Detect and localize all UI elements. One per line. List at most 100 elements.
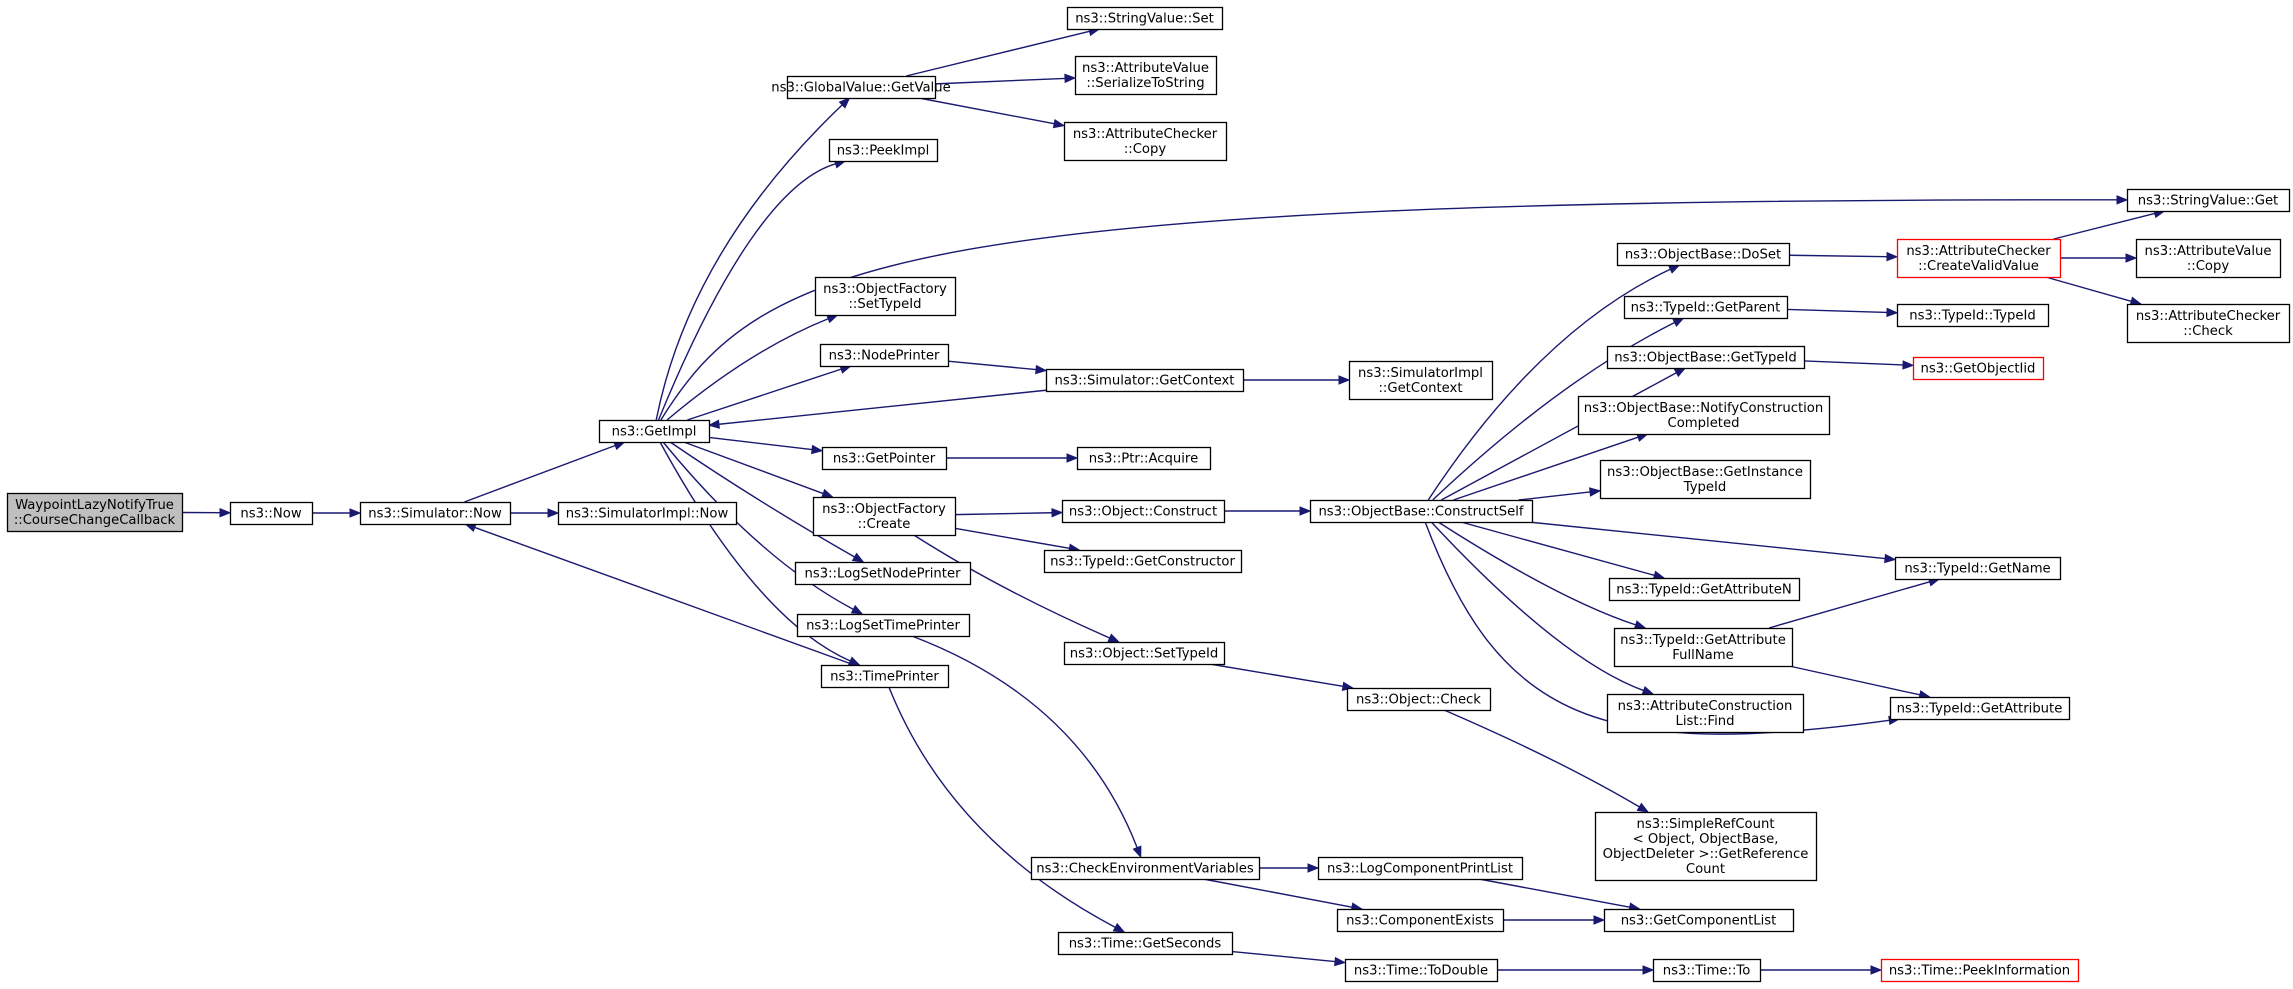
node-box [1616,242,1791,267]
node-logsetnodeprinter[interactable]: ns3::LogSetNodePrinter [794,561,972,586]
node-box [557,501,738,526]
arrowhead [1641,685,1655,695]
node-obnotify[interactable]: ns3::ObjectBase::NotifyConstructionCompl… [1577,395,1831,436]
node-label: ns3::TimePrinter [830,670,939,685]
node-accheck[interactable]: ns3::AttributeChecker::Check [2126,303,2291,344]
node-box [794,561,972,586]
node-box [598,419,711,444]
node-getimpl[interactable]: ns3::GetImpl [598,419,711,444]
node-compexists[interactable]: ns3::ComponentExists [1336,908,1505,933]
node-simnow[interactable]: ns3::Simulator::Now [359,501,512,526]
arrowhead [838,97,851,109]
edge-getimpl-to-logsetnodeprinter [669,441,855,558]
node-tidtypeid[interactable]: ns3::TypeId::TypeId [1896,303,2050,328]
node-label: ns3::TypeId::GetAttribute [1897,702,2063,717]
node-peekimpl[interactable]: ns3::PeekImpl [828,138,939,163]
node-box [1066,6,1224,31]
node-accreatevalid[interactable]: ns3::AttributeChecker::CreateValidValue [1896,238,2062,279]
arrowhead [1672,317,1685,327]
edge-obdoset-to-accreatevalid [1788,254,1888,258]
node-label: ns3::GetComponentList [1621,914,1777,929]
node-simimplnow[interactable]: ns3::SimulatorImpl::Now [557,501,738,526]
node-stringget[interactable]: ns3::StringValue::Get [2126,188,2291,213]
edge-obconstructself-to-obgetinstance [1518,491,1591,501]
node-avserialize[interactable]: ns3::AttributeValue::SerializeToString [1074,55,1218,96]
node-ptracquire[interactable]: ns3::Ptr::Acquire [1076,446,1212,471]
node-box [6,492,184,533]
node-gvgetvalue[interactable]: ns3::GlobalValue::GetValue [771,75,951,100]
node-objcheck[interactable]: ns3::Object::Check [1346,687,1492,712]
edge-simgetcontext-to-getimpl [718,389,1047,425]
node-timetodouble[interactable]: ns3::Time::ToDouble [1344,958,1499,983]
arrowhead [1633,620,1647,630]
node-box [1896,238,2062,279]
node-label: ns3::Simulator::GetContext [1055,374,1235,389]
node-nodeprinter[interactable]: ns3::NodePrinter [819,343,950,368]
node-logsettimeprinter[interactable]: ns3::LogSetTimePrinter [796,613,971,638]
node-obgettypeid[interactable]: ns3::ObjectBase::GetTypeId [1606,345,1806,370]
node-tidgetconstructor[interactable]: ns3::TypeId::GetConstructor [1043,549,1243,574]
node-getcomplist[interactable]: ns3::GetComponentList [1603,908,1795,933]
edge-gvgetvalue-to-stringset [906,30,1090,77]
node-objsettypeid[interactable]: ns3::Object::SetTypeId [1063,641,1226,666]
edge-checkenv-to-compexists [1203,878,1353,908]
node-simplerefcount[interactable]: ns3::SimpleRefCount< Object, ObjectBase,… [1594,811,1818,882]
node-simgetcontext[interactable]: ns3::Simulator::GetContext [1045,368,1245,393]
node-obdoset[interactable]: ns3::ObjectBase::DoSet [1616,242,1791,267]
node-box [1889,696,2071,721]
node-stringset[interactable]: ns3::StringValue::Set [1066,6,1224,31]
node-label: ns3::CheckEnvironmentVariables [1036,862,1254,877]
node-root[interactable]: WaypointLazyNotifyTrue::CourseChangeCall… [6,492,184,533]
arrowhead [547,508,560,518]
node-accopy[interactable]: ns3::AttributeChecker::Copy [1063,121,1228,162]
node-getobjectiid[interactable]: ns3::GetObjectIid [1912,356,2045,381]
node-label: ns3::AttributeChecker [2136,309,2281,324]
node-label: ns3::TypeId::GetAttributeN [1616,583,1792,598]
node-tidgetattrn[interactable]: ns3::TypeId::GetAttributeN [1608,577,1801,602]
node-checkenv[interactable]: ns3::CheckEnvironmentVariables [1030,856,1261,881]
node-label: ns3::ObjectFactory [822,502,946,517]
arrowhead [707,419,720,429]
node-now[interactable]: ns3::Now [229,501,314,526]
node-avcopy[interactable]: ns3::AttributeValue::Copy [2135,238,2282,279]
node-tidgetname[interactable]: ns3::TypeId::GetName [1894,556,2062,581]
node-label: ns3::SimpleRefCount [1636,817,1774,832]
node-logcomplist[interactable]: ns3::LogComponentPrintList [1317,856,1524,881]
node-objconstruct[interactable]: ns3::Object::Construct [1061,499,1226,524]
node-label: ns3::Now [240,507,301,522]
arrowhead [2125,253,2138,263]
node-timegetseconds[interactable]: ns3::Time::GetSeconds [1057,931,1234,956]
node-ofcreate[interactable]: ns3::ObjectFactory::Create [812,496,957,537]
node-getpointer[interactable]: ns3::GetPointer [821,446,948,471]
node-label: ns3::GetPointer [833,452,936,467]
node-label: TypeId [1683,480,1727,495]
node-box [1063,641,1226,666]
node-label: ns3::AttributeValue [2145,244,2272,259]
nodes-layer: WaypointLazyNotifyTrue::CourseChangeCall… [6,6,2291,983]
node-ofsettypeid[interactable]: ns3::ObjectFactory::SetTypeId [814,276,957,317]
node-label: ns3::ObjectBase::GetInstance [1607,465,1803,480]
arrowhead [1667,264,1681,274]
node-obconstructself[interactable]: ns3::ObjectBase::ConstructSelf [1309,499,1534,524]
node-box [2126,188,2291,213]
node-label: ns3::ObjectBase::ConstructSelf [1318,505,1523,520]
node-label: ns3::LogSetTimePrinter [806,619,960,634]
node-timeto[interactable]: ns3::Time::To [1652,958,1762,983]
node-tidgetparent[interactable]: ns3::TypeId::GetParent [1623,295,1789,320]
node-label: ns3::ObjectFactory [823,282,947,297]
edge-gvgetvalue-to-accopy [918,97,1055,125]
node-box [1613,627,1794,668]
node-timepeekinfo[interactable]: ns3::Time::PeekInformation [1880,958,2080,983]
node-simimplgetcontext[interactable]: ns3::SimulatorImpl::GetContext [1348,360,1494,401]
node-box [1309,499,1534,524]
node-label: ns3::AttributeConstruction [1618,699,1793,714]
node-box [1623,295,1789,320]
node-tidgetattr[interactable]: ns3::TypeId::GetAttribute [1889,696,2071,721]
node-timeprinter[interactable]: ns3::TimePrinter [820,664,950,689]
arrowhead [1051,508,1064,518]
node-box [2135,238,2282,279]
node-label: ns3::AttributeChecker [1906,244,2051,259]
